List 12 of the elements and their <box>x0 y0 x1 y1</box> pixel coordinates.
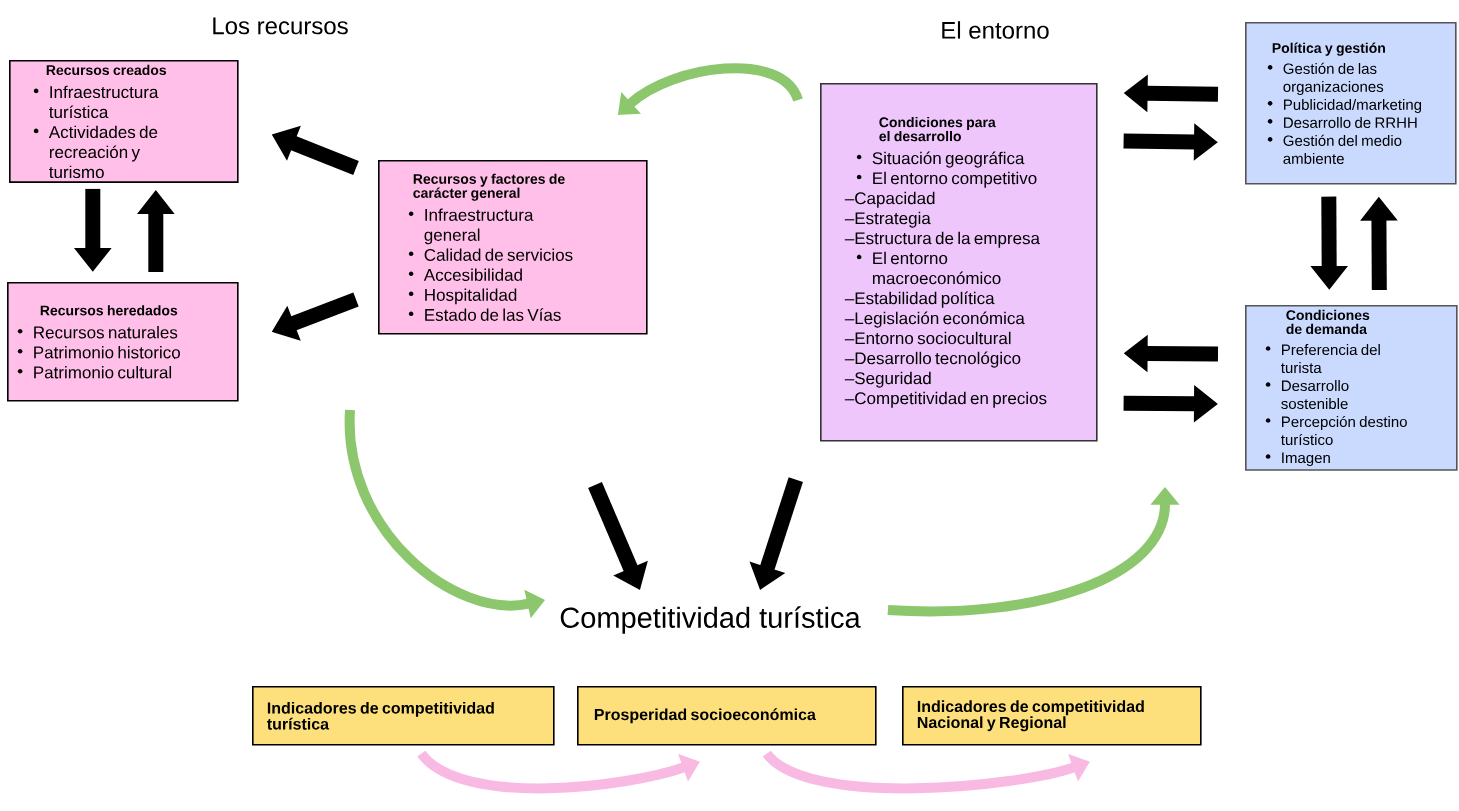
list-box: Política y gestión Gestión de las organizaciones Publicidad/marketing Desarrollo de RRHH Gestión del medio ambiente <box>1245 22 1457 185</box>
section-heading: Los recursos <box>213 17 348 35</box>
title-text: Competitividad turística <box>560 606 861 634</box>
list-box: Recursos heredados Recursos naturales Patrimonio historico Patrimonio cultural <box>7 282 239 402</box>
indicator-box: Indicadores de competitividad Nacional y Regional <box>902 686 1202 746</box>
indicator-box: Prosperidad socioeconómica <box>577 686 877 746</box>
list-box: Condiciones para el desarrollo Situación geográfica El entorno competitivo –Capacidad –Estrategia –Estructura de la empresa El entorno macroeconómico –Estabilidad política –Legislación económica –Entorno sociocultural –Desarrollo tecnológico –Seguridad –Competitividad en precios <box>820 83 1098 442</box>
section-heading: El entorno <box>942 21 1049 39</box>
list-box: Recursos y factores de carácter general Infraestructura general Calidad de servicios Accesibilidad Hospitalidad Estado de las Vías <box>378 160 648 335</box>
list-box: Condiciones de demanda Preferencia del turista Desarrollo sostenible Percepción destino turístico Imagen <box>1245 305 1458 471</box>
indicator-box: Indicadores de competitividad turística <box>252 686 555 746</box>
list-box: Recursos creados Infraestructura turística Actividades de recreación y turismo <box>9 60 239 183</box>
